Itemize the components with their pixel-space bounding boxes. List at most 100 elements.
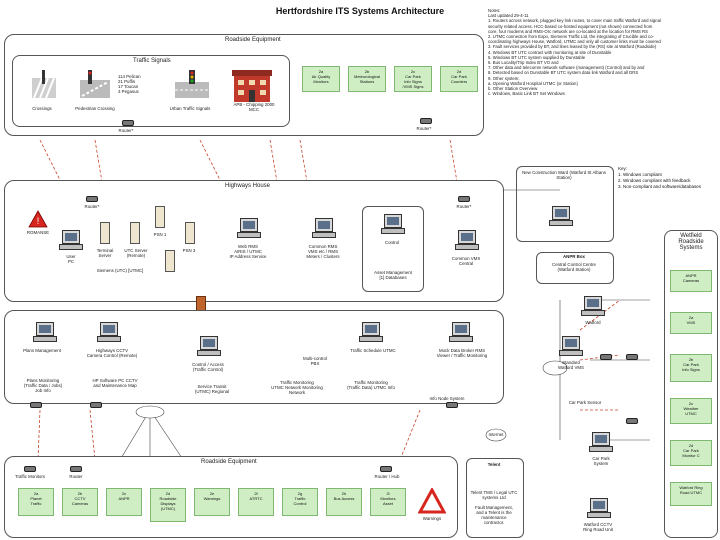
traffic-schedule-label: Traffic Schedule UTMC: [350, 348, 396, 353]
telent-box: [466, 458, 524, 538]
note-line: 6. Bus Locality/Trip Index BT VO and: [488, 60, 559, 66]
right-pc-label: Watford: [585, 320, 601, 325]
traffic-light-icon: [175, 70, 209, 98]
plans-label: Plans Management: [23, 348, 61, 353]
romanse-warning-icon: !: [28, 210, 48, 228]
common-vms-pc-icon: [455, 230, 479, 250]
sub-label: Traffic Monitoring UTMC Network Monitori…: [271, 380, 323, 395]
server-icon: [185, 222, 195, 244]
sub-label: Traffic Monitoring (Traffic Data) UTMC I…: [347, 380, 395, 390]
sub-label: Plans Monitoring (Traffic Data / Jobs) J…: [23, 378, 63, 393]
router-icon: [70, 466, 82, 472]
server-icon: [155, 206, 165, 228]
note-line: core, four modems and RMS-Orc network ar…: [488, 28, 649, 34]
user-pc-label: User PC: [66, 254, 76, 264]
asset-management-label: Asset Management [1] Databases: [374, 270, 412, 280]
cctv-pc-icon: [97, 322, 121, 342]
anpr-cameras-box: ANPR Cameras: [670, 270, 712, 292]
warning-sign-label: Warnings: [422, 516, 442, 521]
control-label: Control: [384, 240, 400, 245]
bottom-router-label: Traffic Monitors: [14, 474, 45, 479]
router-icon: [30, 402, 42, 408]
legend-item: 2. Windows compliant with feedback: [618, 178, 691, 183]
atrtc-box: 2f ATRTC: [238, 488, 274, 516]
server-icon: [100, 222, 110, 244]
traffic-item-label: Crossings: [32, 106, 52, 111]
pedestrian-crossing-icon: [80, 70, 110, 98]
control-access-label: Control / Access (Traffic Control): [192, 362, 224, 372]
router-icon: [122, 120, 134, 126]
router-label: Router*: [456, 204, 472, 209]
asset-box: [362, 206, 424, 292]
common-rms-pc-icon: [312, 218, 336, 238]
anpr-title: ANPR Box: [563, 254, 585, 259]
router-icon: [420, 118, 432, 124]
note-line: coordinating highways House, Watford, UT…: [488, 39, 661, 45]
bottom-router-label: Router: [69, 474, 83, 479]
note-line: 1. Routers across network, plugged key l…: [488, 18, 661, 24]
ring-road-utmc-box: Watford Ring Road UTMC: [670, 482, 712, 506]
utc-server-label: UTC Server (Remote): [124, 248, 148, 258]
telent-title: Telent: [487, 462, 501, 467]
right-pc-label: Car Park System: [592, 456, 610, 466]
multi-control-label: Multi-control PBX: [303, 356, 327, 366]
telent-body: Telent TMS / Legal UTC systems Ltd Fault…: [470, 490, 518, 525]
mock-broker-label: Mock Data Broker RMS Viewer / Traffic Mo…: [436, 348, 488, 358]
router-icon: [90, 402, 102, 408]
note-line: Notes:: [488, 8, 501, 13]
psn1-label: PSN 1: [153, 232, 167, 237]
common-vms-label: Common VMS Central: [451, 256, 481, 266]
car-park-monitor-box: 2d Car Park Monitor C: [670, 440, 712, 466]
plans-pc-icon: [33, 322, 57, 342]
bus-access-box: 2h Bus Access: [326, 488, 362, 516]
traffic-schedule-pc-icon: [359, 322, 383, 342]
note-line: b. Other Station Overview: [488, 86, 538, 92]
standard-vms-pc-icon: [559, 336, 583, 356]
weather-utmc-box: 2c Weather UTMC: [670, 398, 712, 424]
siemens-label: Siemens (UTC) [UTMC]: [96, 268, 144, 273]
router-icon: [626, 354, 638, 360]
air-quality-box: 2a Air Quality Monitors: [302, 66, 340, 92]
server-icon: [165, 250, 175, 272]
crossing-icon: [32, 70, 56, 99]
svg-text:!: !: [37, 216, 40, 226]
section-label: Wetfield Roadside Systems: [678, 233, 704, 251]
note-line: 3. Fault services provided by BT, and li…: [488, 44, 657, 50]
car-park-system-pc-icon: [589, 432, 613, 452]
mock-broker-pc-icon: [449, 322, 473, 342]
roadside-displays-box: 2d Roadside Displays (UTMC): [150, 488, 186, 522]
terminal-server-label: Terminal Server: [96, 248, 114, 258]
router-icon: [600, 354, 612, 360]
router-icon: [86, 196, 98, 202]
traffic-item-label: Pedestrian Crossing: [75, 106, 115, 111]
section-label: Traffic Signals: [133, 58, 171, 64]
psn3-label: PSN 3: [182, 248, 196, 253]
note-line: a. Opening Watford Hospital UTMC (or Sta…: [488, 80, 578, 86]
traffic-control-box: 2g Traffic Control: [282, 488, 318, 516]
sub-label: Info Node System: [429, 396, 465, 401]
new-construction-box: [516, 166, 614, 242]
warnings-box: 2e Warnings: [194, 488, 230, 516]
planet-box: 2a Planet Traffic: [18, 488, 54, 516]
cctv-box: 2b CCTV Cameras: [62, 488, 98, 516]
signals-list: 114 Pelican 21 Puffin 17 Toucan 3 Pegasu…: [118, 74, 141, 94]
romanse-label: ROMANSE: [26, 230, 50, 235]
right-pc-label: Car Park Sensor: [568, 400, 602, 405]
note-line: 7. Other data and telecomm network softw…: [488, 65, 645, 71]
anpr-control-box: [536, 252, 614, 284]
building-icon: [232, 70, 272, 102]
note-line: 5. Windows BT UTC system supplied by Dun…: [488, 54, 586, 60]
ring-road-pc-icon: [587, 498, 611, 518]
legend-item: Key:: [618, 166, 628, 171]
router-label: Router*: [84, 204, 100, 209]
page-title: Hertfordshire ITS Systems Architecture: [275, 6, 445, 16]
note-line: 8. Detected based on Dunstable BT UTC sy…: [488, 70, 639, 76]
sub-label: Service Transit (UTMC) Regional: [194, 384, 230, 394]
router-label: Router*: [118, 128, 134, 133]
building-label: APB - Chipping 2000 MCC: [233, 102, 275, 112]
router-icon: [446, 402, 458, 408]
anpr-sub: Central Control Centre (Watford Station): [552, 262, 596, 272]
section-label: Roadside Equipment: [201, 459, 257, 465]
